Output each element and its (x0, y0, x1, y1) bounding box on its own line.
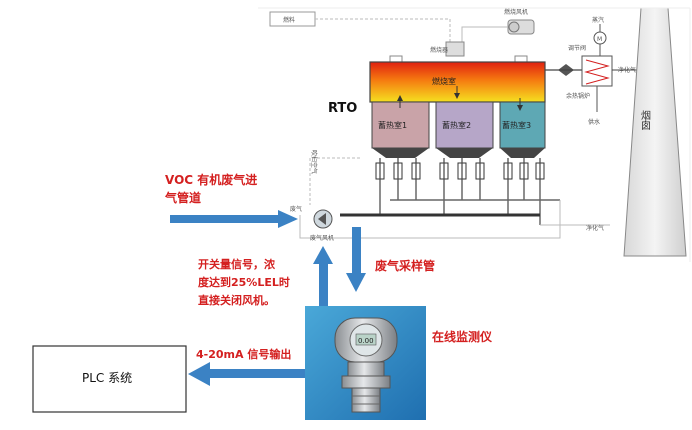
burner-label: 燃烧器 (430, 46, 448, 54)
purge-air-line (309, 157, 360, 205)
switch-signal-label-3: 直接关闭风机。 (198, 293, 275, 307)
regulating-valve-label: 调节阀 (568, 44, 586, 52)
regenerator-1 (371, 101, 430, 149)
waste-gas-fan-label: 废气风机 (310, 234, 334, 242)
water-supply-label: 供水 (588, 118, 600, 126)
nozzle (389, 55, 403, 63)
motor-label: M (597, 36, 602, 43)
regenerator-1-label: 蓄热室1 (378, 120, 407, 130)
waste-gas-small-label: 废气 (290, 205, 302, 213)
valve-pipes (379, 158, 541, 225)
purge-air-label: 吹扫空气 (310, 150, 318, 174)
clean-gas-label: 净化气 (586, 224, 604, 232)
online-monitor-photo: 0.00 (305, 306, 426, 420)
chamber-funnel (372, 148, 429, 158)
waste-heat-boiler-label: 余热锅炉 (566, 92, 590, 100)
burner-fan-icon (507, 19, 535, 35)
burner (445, 41, 465, 57)
switch-signal-label-1: 开关量信号，浓 (198, 257, 276, 271)
fuel-label: 燃料 (283, 16, 295, 24)
monitor-display-value: 0.00 (358, 337, 374, 345)
return-line (299, 200, 561, 239)
chimney (623, 7, 687, 257)
regenerator-3-label: 蓄热室3 (502, 120, 531, 130)
heat-coil (584, 59, 610, 85)
switch-signal-label-2: 度达到25%LEL时 (198, 275, 290, 289)
voc-inlet-label-2: 气管道 (164, 190, 201, 205)
chamber-funnel (500, 148, 545, 158)
regenerator-2-label: 蓄热室2 (442, 120, 471, 130)
rto-label: RTO (328, 101, 357, 116)
regenerator-2 (435, 101, 494, 149)
signal-output-label: 4-20mA 信号输出 (196, 347, 291, 361)
steam-label: 蒸汽 (592, 16, 604, 24)
fuel-line (315, 18, 451, 42)
sampling-pipe-arrow (346, 227, 366, 292)
fan-blade (318, 213, 326, 225)
shutoff-signal-arrow (313, 246, 333, 306)
online-monitor-label: 在线监测仪 (432, 329, 493, 344)
burner-fan-label: 燃烧风机 (504, 8, 528, 16)
sampling-pipe-label: 废气采样管 (375, 258, 435, 273)
chimney-label: 烟囱 (639, 109, 651, 130)
combustion-chamber-label: 燃烧室 (432, 76, 456, 86)
voc-inlet-label: VOC 有机废气进 (165, 172, 257, 187)
air-line (461, 26, 508, 42)
signal-output-arrow (188, 362, 305, 386)
voc-inlet-arrow (170, 210, 298, 228)
valve-array (375, 162, 545, 180)
plc-system-box (32, 345, 187, 413)
plc-system-label: PLC 系统 (82, 371, 132, 385)
nozzle (514, 55, 528, 63)
chamber-funnel (436, 148, 493, 158)
